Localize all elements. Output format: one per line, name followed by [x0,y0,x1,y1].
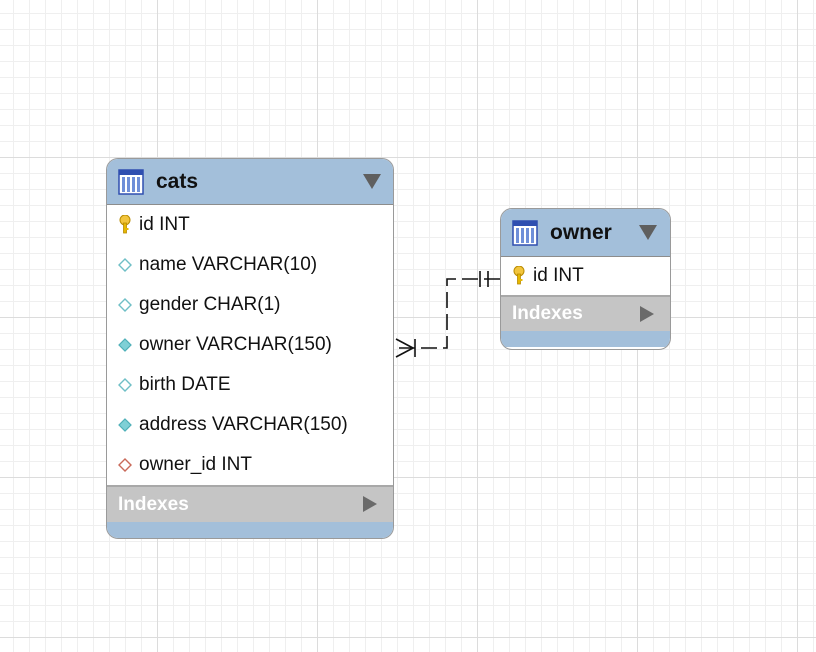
nullable-column-icon [118,295,132,315]
indexes-section[interactable]: Indexes [107,485,393,522]
column-row-name[interactable]: name VARCHAR(10) [107,245,393,285]
expand-arrow-icon[interactable] [363,496,377,512]
table-cats[interactable]: cats id INT name VARCHAR(10) gender CHAR… [106,158,394,539]
column-row-owner[interactable]: owner VARCHAR(150) [107,325,393,365]
column-label: birth DATE [139,374,231,395]
primary-key-icon [118,215,132,235]
column-label: owner_id INT [139,454,252,475]
table-title: cats [156,169,199,193]
column-row-owner-id[interactable]: owner_id INT [107,445,393,485]
one-or-many-marker [395,338,416,358]
column-row-id[interactable]: id INT [501,257,670,295]
column-row-address[interactable]: address VARCHAR(150) [107,405,393,445]
one-and-only-one-marker [479,271,489,287]
table-icon [512,219,538,246]
collapse-arrow-icon[interactable] [639,225,657,240]
column-label: owner VARCHAR(150) [139,334,332,355]
column-label: id INT [533,265,584,286]
column-row-birth[interactable]: birth DATE [107,365,393,405]
indexes-section[interactable]: Indexes [501,295,670,331]
not-null-column-icon [118,335,132,355]
column-label: gender CHAR(1) [139,294,281,315]
table-footer [107,522,393,538]
table-header[interactable]: owner [501,209,670,257]
relationship-line[interactable] [396,278,500,349]
column-label: address VARCHAR(150) [139,414,348,435]
collapse-arrow-icon[interactable] [363,174,381,189]
nullable-column-icon [118,255,132,275]
table-header[interactable]: cats [107,159,393,205]
column-label: name VARCHAR(10) [139,254,318,275]
table-footer [501,331,670,347]
table-owner[interactable]: owner id INT Indexes [500,208,671,350]
expand-arrow-icon[interactable] [640,306,654,322]
indexes-label: Indexes [512,303,583,324]
indexes-label: Indexes [118,493,189,515]
table-icon [118,168,144,195]
foreign-key-icon [118,455,132,475]
primary-key-icon [512,266,526,286]
column-row-gender[interactable]: gender CHAR(1) [107,285,393,325]
column-label: id INT [139,214,190,235]
column-row-id[interactable]: id INT [107,205,393,245]
table-title: owner [550,220,612,244]
nullable-column-icon [118,375,132,395]
not-null-column-icon [118,415,132,435]
